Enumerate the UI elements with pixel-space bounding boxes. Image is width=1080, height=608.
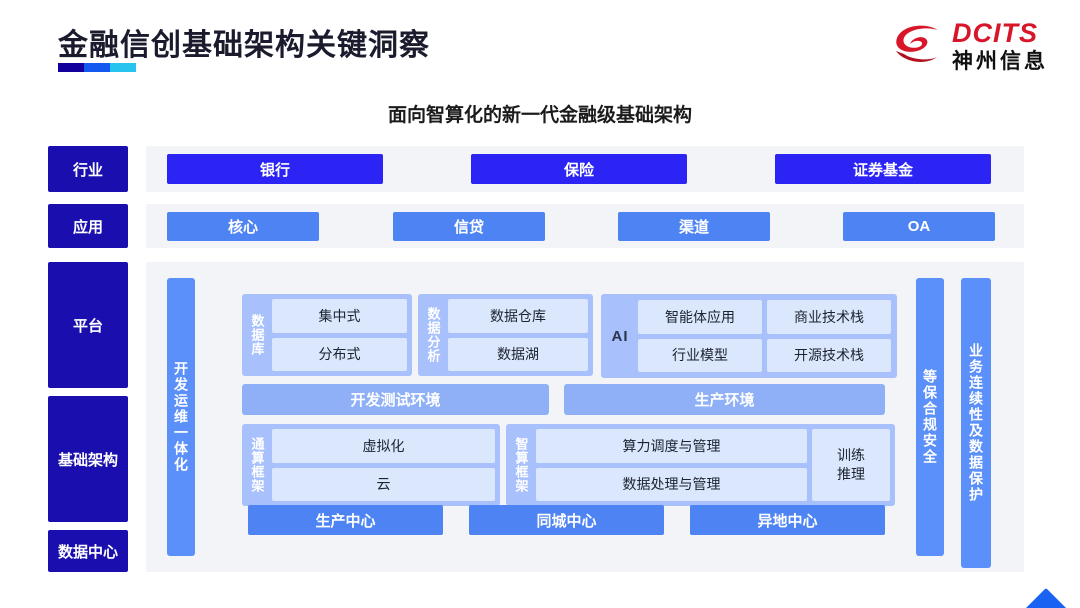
metro-center-button[interactable]: 同城中心 [469, 505, 664, 535]
page-title: 金融信创基础架构关键洞察 [58, 29, 430, 62]
sidebar-item-platform[interactable]: 平台 [48, 262, 128, 388]
title-accent-rule [58, 63, 136, 72]
business-continuity-pillar[interactable]: 业务连续性及数据保护 [961, 278, 991, 568]
application-core-label: 核心 [227, 219, 258, 236]
logo-text-en: DCITS [952, 18, 1038, 48]
industry-bank-button[interactable]: 银行 [167, 154, 383, 184]
production-center-label: 生产中心 [315, 512, 376, 530]
application-oa-button[interactable]: OA [843, 212, 995, 241]
analytics-warehouse-cell[interactable]: 数据仓库 [448, 299, 588, 333]
general-compute-label: 通算框架 [249, 437, 265, 493]
page-subtitle: 面向智算化的新一代金融级基础架构 [387, 105, 692, 126]
industry-securities-button[interactable]: 证券基金 [775, 154, 991, 184]
application-credit-label: 信贷 [453, 219, 484, 236]
sidebar-item-infrastructure[interactable]: 基础架构 [48, 396, 128, 522]
brand-logo: DCITS 神州信息 [892, 17, 1048, 75]
sidebar-item-label: 应用 [72, 218, 103, 236]
ai-commercial-stack-cell[interactable]: 商业技术栈 [767, 300, 891, 334]
application-channel-label: 渠道 [678, 219, 709, 236]
database-centralized-cell[interactable]: 集中式 [272, 299, 407, 333]
database-distributed-cell[interactable]: 分布式 [272, 337, 407, 371]
dcits-swirl-icon [892, 21, 944, 71]
intelligent-compute-group[interactable]: 智算框架 算力调度与管理 数据处理与管理 训练 推理 [506, 424, 895, 506]
analytics-group-label: 数据分析 [425, 307, 441, 363]
industry-bank-label: 银行 [259, 161, 290, 179]
training-label: 训练 [837, 447, 865, 464]
ai-industry-model-cell[interactable]: 行业模型 [638, 338, 762, 372]
ai-opensource-stack-cell[interactable]: 开源技术栈 [767, 338, 891, 372]
inference-label: 推理 [837, 466, 865, 482]
business-continuity-label: 业务连续性及数据保护 [968, 343, 984, 503]
ai-group-label: AI [611, 327, 629, 345]
application-oa-label: OA [907, 218, 931, 235]
database-group[interactable]: 数据库 集中式 分布式 [242, 294, 412, 376]
logo-text-cn: 神州信息 [952, 50, 1048, 73]
application-channel-button[interactable]: 渠道 [618, 212, 770, 241]
remote-center-button[interactable]: 异地中心 [690, 505, 885, 535]
training-inference-cell[interactable]: 训练 推理 [812, 429, 890, 501]
compute-scheduling-cell[interactable]: 算力调度与管理 [536, 429, 807, 463]
database-group-label: 数据库 [249, 314, 265, 356]
intelligent-compute-label: 智算框架 [513, 437, 529, 493]
virtualization-cell[interactable]: 虚拟化 [272, 429, 495, 463]
general-compute-group[interactable]: 通算框架 虚拟化 云 [242, 424, 500, 506]
dev-test-environment-label: 开发测试环境 [350, 392, 441, 409]
compliance-security-pillar[interactable]: 等保合规安全 [916, 278, 944, 556]
page-header: 金融信创基础架构关键洞察 DCITS 神州信息 [0, 0, 1080, 92]
data-processing-cell[interactable]: 数据处理与管理 [536, 467, 807, 501]
analytics-group[interactable]: 数据分析 数据仓库 数据湖 [418, 294, 593, 376]
production-environment-label: 生产环境 [694, 392, 755, 409]
production-center-button[interactable]: 生产中心 [248, 505, 443, 535]
ai-agent-app-cell[interactable]: 智能体应用 [638, 300, 762, 334]
ai-group[interactable]: AI 智能体应用 商业技术栈 行业模型 开源技术栈 [601, 294, 897, 378]
sidebar-item-label: 平台 [72, 317, 103, 335]
sidebar-item-label: 基础架构 [57, 451, 118, 469]
cloud-cell[interactable]: 云 [272, 467, 495, 501]
industry-insurance-button[interactable]: 保险 [471, 154, 687, 184]
metro-center-label: 同城中心 [536, 512, 597, 530]
industry-securities-label: 证券基金 [852, 161, 913, 179]
application-core-button[interactable]: 核心 [167, 212, 319, 241]
sidebar-item-application[interactable]: 应用 [48, 204, 128, 248]
dev-test-environment-button[interactable]: 开发测试环境 [242, 384, 549, 415]
devops-pillar[interactable]: 开发运维一体化 [167, 278, 195, 556]
compliance-security-label: 等保合规安全 [922, 369, 938, 465]
sidebar-item-label: 行业 [72, 161, 103, 179]
application-credit-button[interactable]: 信贷 [393, 212, 545, 241]
sidebar-item-industry[interactable]: 行业 [48, 146, 128, 192]
analytics-lake-cell[interactable]: 数据湖 [448, 337, 588, 371]
remote-center-label: 异地中心 [757, 512, 818, 530]
production-environment-button[interactable]: 生产环境 [564, 384, 885, 415]
sidebar-item-label: 数据中心 [57, 543, 118, 561]
industry-insurance-label: 保险 [563, 161, 594, 179]
devops-pillar-label: 开发运维一体化 [173, 361, 189, 473]
sidebar-item-datacenter[interactable]: 数据中心 [48, 530, 128, 572]
